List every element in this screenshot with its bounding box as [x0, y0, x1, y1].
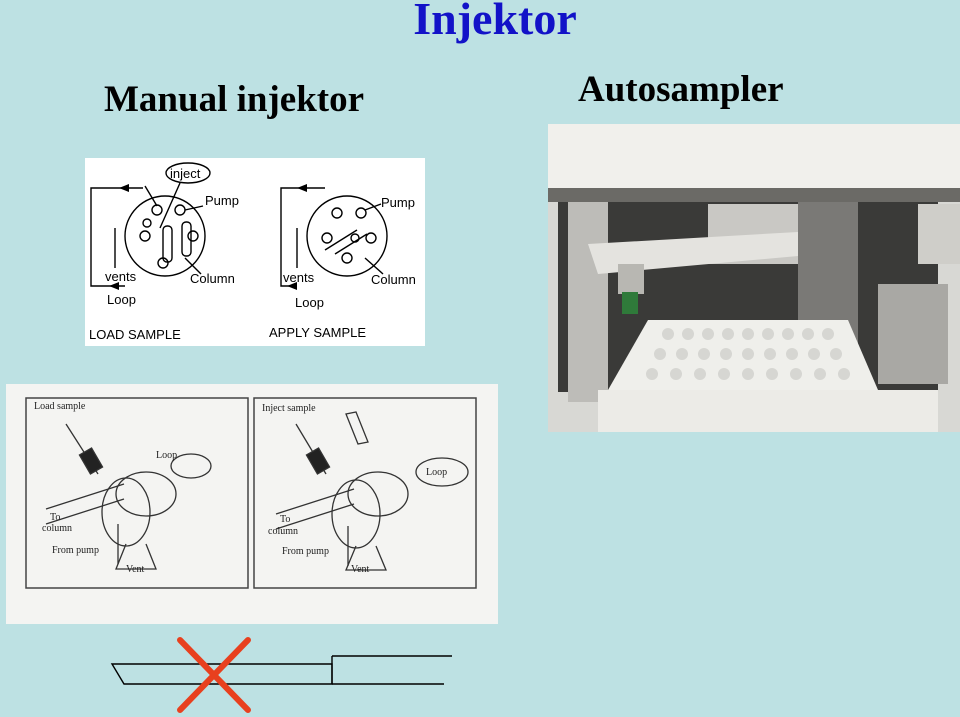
slide-title: Injektor	[0, 0, 960, 45]
column-label-drawing-inject: column	[268, 526, 298, 537]
to-label-load: To	[50, 512, 60, 523]
inject-sample-title: Inject sample	[262, 403, 316, 414]
rotary-valve-drawing: Load sample Loop To column From pump Ven…	[6, 384, 498, 624]
to-label-inject: To	[280, 514, 290, 525]
from-pump-label-inject: From pump	[282, 546, 329, 557]
column-label-drawing-load: column	[42, 523, 72, 534]
loop-label-apply: Loop	[295, 295, 324, 310]
inject-label: inject	[170, 166, 201, 181]
vent-label-load: Vent	[126, 564, 145, 575]
load-sample-caption: LOAD SAMPLE	[89, 327, 181, 342]
syringe-needle-crossed	[108, 634, 460, 714]
manual-injector-heading: Manual injektor	[104, 78, 364, 121]
vents-label-load: vents	[105, 269, 137, 284]
from-pump-label-load: From pump	[52, 545, 99, 556]
apply-sample-caption: APPLY SAMPLE	[269, 325, 366, 340]
vents-label-apply: vents	[283, 270, 315, 285]
column-label-load: Column	[190, 271, 235, 286]
loop-label-drawing-inject: Loop	[426, 467, 447, 478]
column-label-apply: Column	[371, 272, 416, 287]
load-sample-title: Load sample	[34, 401, 86, 412]
loop-label-drawing-load: Loop	[156, 450, 177, 461]
pump-label-apply: Pump	[381, 195, 415, 210]
vent-label-inject: Vent	[351, 564, 370, 575]
loop-label-load: Loop	[107, 292, 136, 307]
autosampler-photo	[548, 124, 960, 432]
pump-label-load: Pump	[205, 193, 239, 208]
valve-schematic-diagram: inject Pump vents Column Loop LOAD SAMPL…	[85, 158, 425, 346]
autosampler-heading: Autosampler	[578, 68, 784, 111]
